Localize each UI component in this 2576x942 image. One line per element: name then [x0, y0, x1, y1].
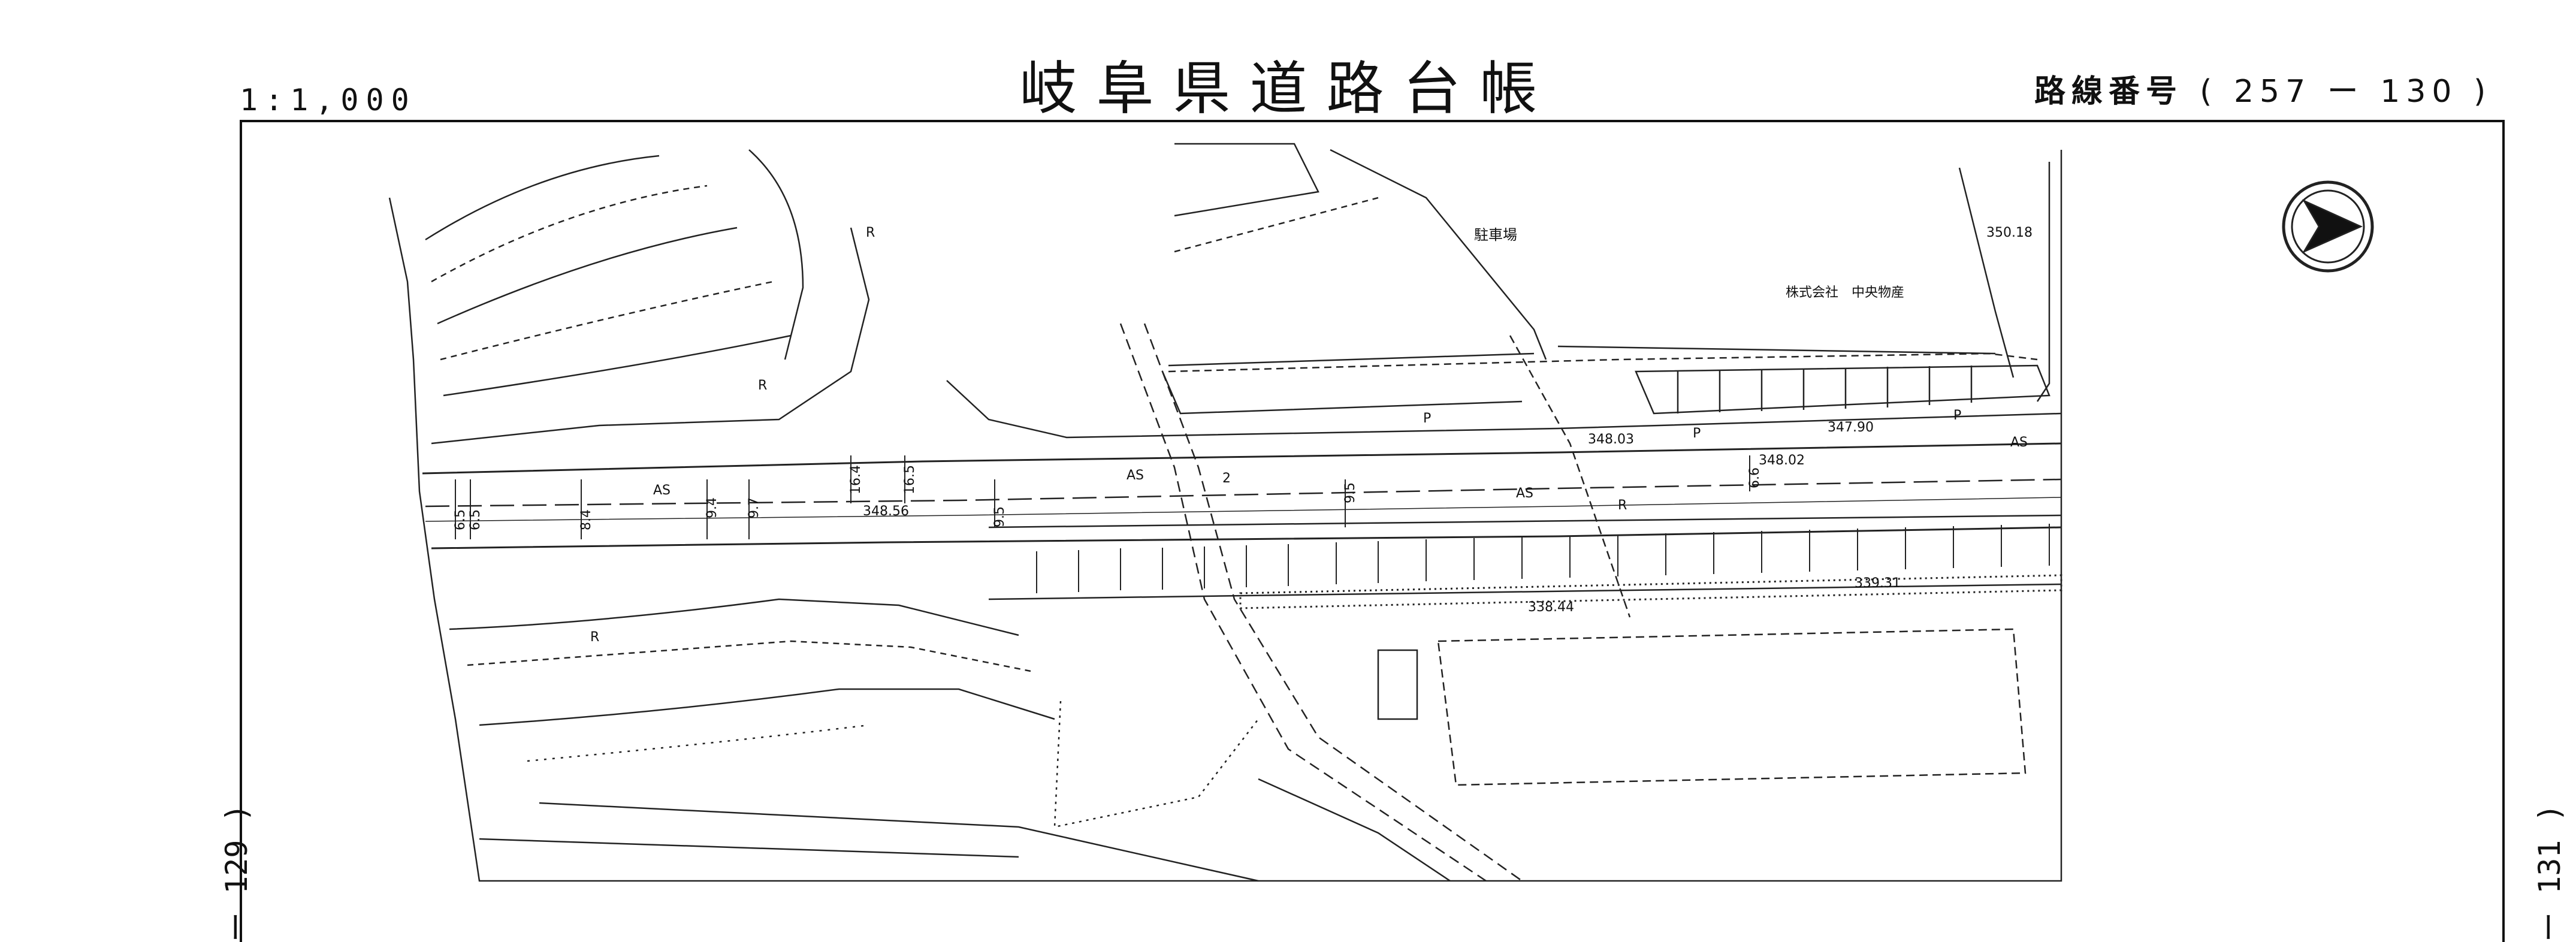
- dim-6-5a: 6.5: [453, 509, 468, 530]
- label-p-2: P: [1693, 426, 1701, 441]
- dim-2: 2: [1222, 471, 1231, 486]
- label-p-3: P: [1953, 408, 1961, 423]
- label-company: 株式会社 中央物産: [1786, 285, 1904, 300]
- elev-348-03: 348.03: [1588, 432, 1634, 447]
- elev-348-56: 348.56: [863, 504, 909, 519]
- label-r-4: R: [590, 630, 599, 645]
- elev-338-44: 338.44: [1528, 600, 1574, 615]
- label-as-3: AS: [1516, 486, 1533, 501]
- label-as-2: AS: [1127, 468, 1144, 483]
- road-centerline: [425, 478, 2062, 508]
- map-scale: 1:1,000: [240, 83, 416, 117]
- label-as-4: AS: [2010, 435, 2028, 450]
- label-parking: 駐車場: [1474, 227, 1517, 243]
- drawing-boundary: [388, 150, 2062, 882]
- dim-6-6: 6.6: [1747, 467, 1762, 488]
- elev-348-02: 348.02: [1759, 453, 1805, 468]
- elev-339-31: 339.31: [1855, 576, 1901, 591]
- elev-350-18: 350.18: [1986, 225, 2033, 240]
- label-r-3: R: [1618, 498, 1627, 513]
- elev-347-90: 347.90: [1828, 420, 1874, 435]
- label-r-1: R: [866, 225, 875, 240]
- route-number: ( 257 ー 130 ): [2200, 74, 2492, 110]
- map-title: 岐阜県道路台帳: [1019, 55, 1557, 122]
- road-edge-south: [431, 526, 2062, 550]
- dim-16-5: 16.5: [902, 465, 917, 494]
- dim-16-4: 16.4: [848, 465, 863, 494]
- map-frame: [240, 120, 2505, 942]
- dim-9-4: 9.4: [705, 497, 720, 518]
- road-edge-north: [422, 442, 2062, 475]
- north-arrow-icon: [2282, 180, 2374, 273]
- dim-9-5a: 9.5: [992, 506, 1007, 527]
- route-label: 路線番号: [2034, 74, 2184, 110]
- dim-6-5b: 6.5: [468, 509, 483, 530]
- label-p-1: P: [1423, 411, 1431, 426]
- dim-8-4: 8.4: [579, 509, 594, 530]
- dim-9-5b: 9.5: [1343, 482, 1358, 503]
- route-number-label: 路線番号 ( 257 ー 130 ): [2034, 66, 2492, 111]
- label-r-2: R: [758, 378, 767, 393]
- dim-9-7: 9.7: [747, 497, 762, 518]
- diagonal-road: [1119, 323, 1487, 882]
- south-lot: [1437, 628, 2027, 786]
- label-as-1: AS: [653, 483, 671, 498]
